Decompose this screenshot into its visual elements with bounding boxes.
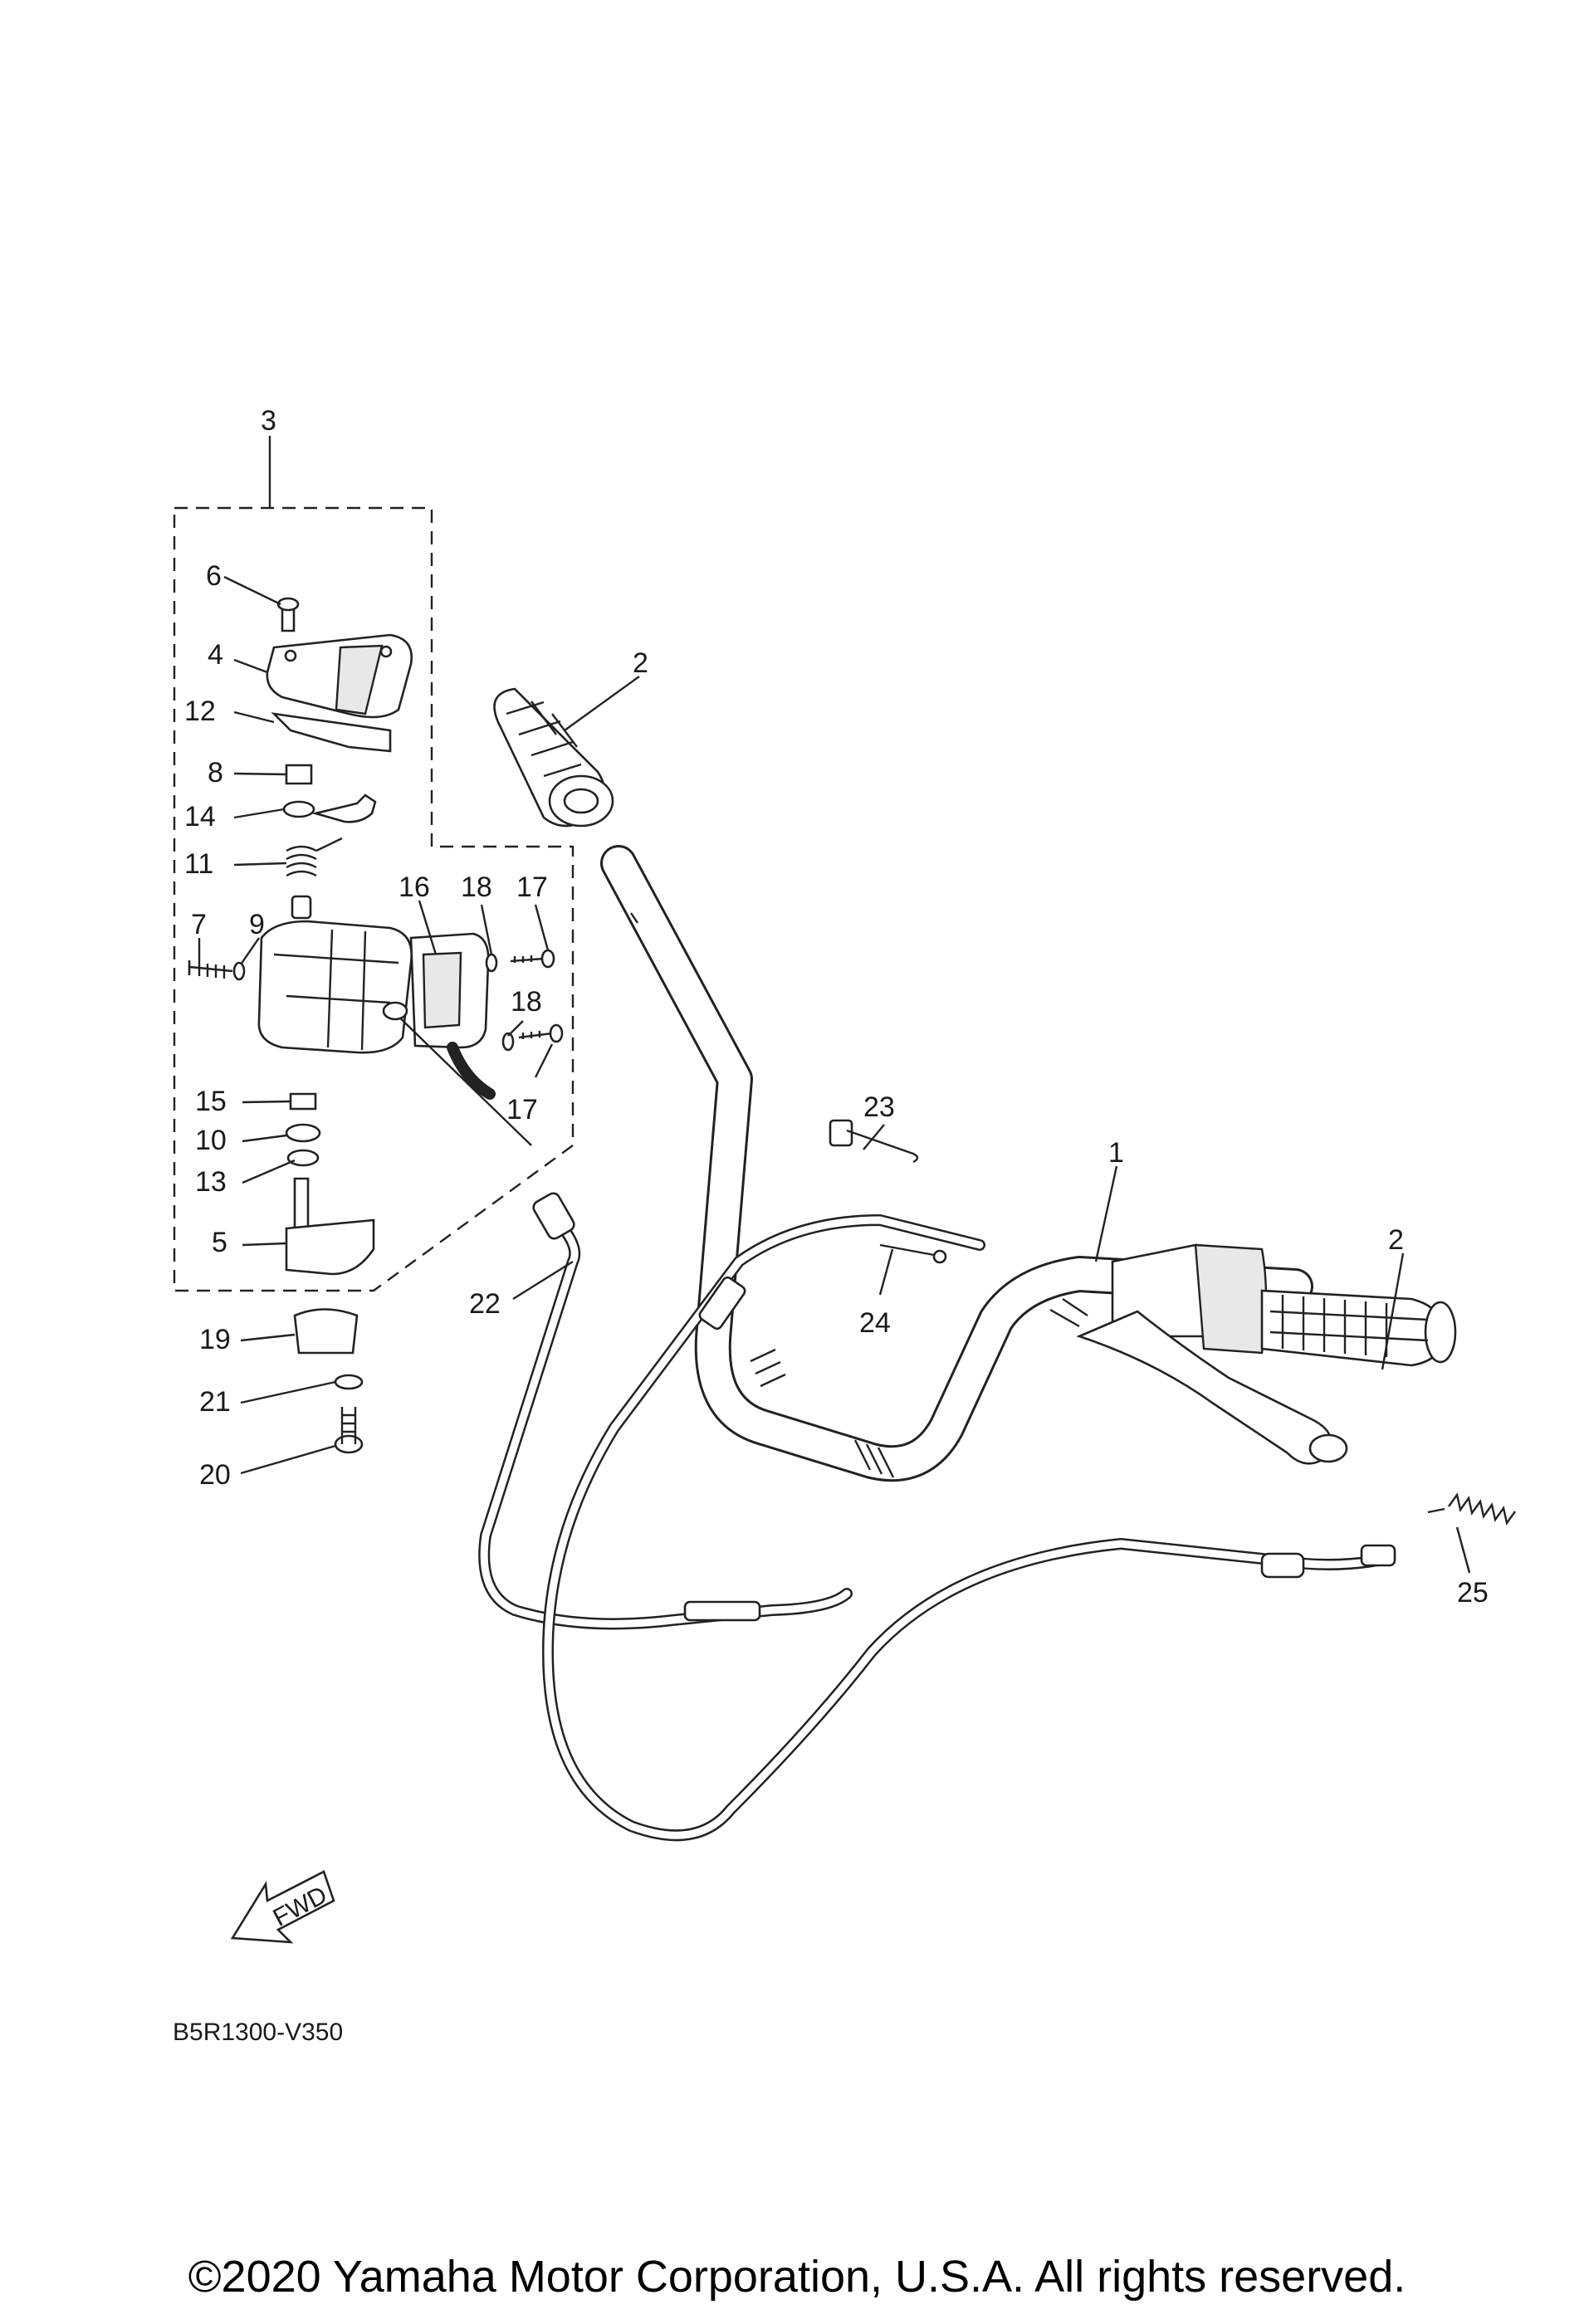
callout-17-bottom: 17: [506, 1094, 538, 1125]
callout-8: 8: [208, 757, 223, 788]
callout-19: 19: [199, 1324, 231, 1355]
callout-13: 13: [195, 1166, 227, 1198]
callout-9: 9: [249, 909, 265, 940]
callout-14: 14: [184, 801, 216, 832]
callout-22: 22: [469, 1288, 501, 1320]
callout-11: 11: [184, 848, 213, 880]
assembly-3-boundary: [173, 506, 575, 1292]
callout-2-bottom: 2: [1388, 1224, 1404, 1256]
brake-cable: [542, 1214, 1396, 1842]
callout-1: 1: [1108, 1137, 1124, 1169]
copyright-notice: ©2020 Yamaha Motor Corporation, U.S.A. A…: [188, 2252, 1406, 2302]
callout-15: 15: [195, 1086, 227, 1117]
callout-6: 6: [206, 560, 222, 592]
callout-21: 21: [199, 1386, 231, 1418]
left-switch-lever-assembly: [1049, 1243, 1457, 1465]
cable-end-24: [879, 1243, 947, 1264]
leader-lines: [198, 436, 1471, 1574]
diagram-code: B5R1300-V350: [173, 2019, 343, 2046]
callout-24: 24: [859, 1307, 891, 1339]
callout-18-top: 18: [461, 872, 492, 903]
callout-25: 25: [1457, 1577, 1489, 1609]
throttle-housing-parts: [188, 597, 564, 1454]
grip-top: [493, 687, 614, 828]
callout-17-top: 17: [516, 872, 548, 903]
callout-labels: 1 2 2 3 4 5 6 7 8 9 10 11 12 13 14 15 16…: [184, 405, 1489, 1609]
callout-7: 7: [191, 909, 207, 940]
clip-23: [829, 1119, 919, 1164]
callout-16: 16: [398, 872, 430, 903]
fwd-arrow: FWD: [230, 1870, 335, 1944]
callout-23: 23: [863, 1091, 895, 1123]
spring-25: [1427, 1492, 1516, 1526]
handlebar: [600, 845, 1313, 1482]
callout-2-top: 2: [633, 647, 648, 679]
callout-3: 3: [261, 405, 276, 437]
callout-10: 10: [195, 1125, 227, 1156]
callout-4: 4: [208, 639, 223, 671]
callout-5: 5: [212, 1227, 227, 1258]
callout-12: 12: [184, 696, 216, 727]
callout-20: 20: [199, 1459, 231, 1491]
callout-18-bottom: 18: [511, 986, 542, 1018]
throttle-cable: [478, 1192, 853, 1630]
